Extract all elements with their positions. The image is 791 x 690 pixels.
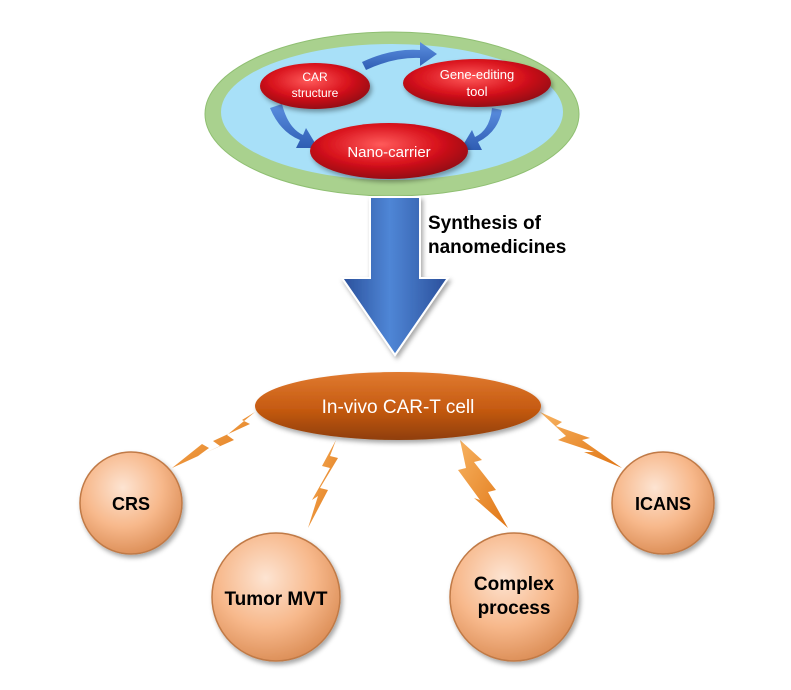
tumor-mvt-label: Tumor MVT bbox=[224, 589, 327, 610]
synthesis-caption-line2: nanomedicines bbox=[428, 237, 567, 258]
bolt-group bbox=[172, 412, 622, 528]
node-car-structure: CAR structure bbox=[260, 63, 370, 109]
arrow-gene-to-nano-icon bbox=[460, 108, 502, 150]
bolt-to-tumor-icon bbox=[308, 440, 338, 528]
arrow-car-to-gene-icon bbox=[362, 42, 437, 70]
outcome-icans: ICANS bbox=[611, 451, 715, 555]
synthesis-arrow-icon bbox=[340, 196, 450, 357]
node-nano-carrier: Nano-carrier bbox=[310, 123, 468, 179]
node-gene-editing-tool: Gene-editing tool bbox=[403, 59, 551, 107]
synthesis-caption-line1: Synthesis of bbox=[428, 213, 541, 234]
cycle-arrows bbox=[270, 42, 502, 150]
crs-label: CRS bbox=[112, 494, 150, 514]
outcome-tumor-mvt: Tumor MVT bbox=[211, 532, 341, 662]
gene-editing-line2: tool bbox=[467, 84, 488, 99]
nano-carrier-label: Nano-carrier bbox=[347, 144, 430, 161]
bolt-to-complex-icon bbox=[458, 440, 508, 528]
arrow-car-to-nano-icon bbox=[270, 104, 318, 148]
bolt-to-crs-icon bbox=[172, 412, 255, 468]
gene-editing-line1: Gene-editing bbox=[440, 67, 514, 82]
synthesis-caption: Synthesis of nanomedicines bbox=[428, 212, 566, 260]
icans-label: ICANS bbox=[635, 494, 691, 514]
center-node-label: In-vivo CAR-T cell bbox=[322, 397, 475, 418]
car-structure-line2: structure bbox=[292, 86, 339, 100]
complex-process-line2: process bbox=[478, 598, 551, 619]
outcome-crs: CRS bbox=[79, 451, 183, 555]
bolt-to-icans-icon bbox=[540, 412, 622, 468]
outcome-complex-process: Complex process bbox=[449, 532, 579, 662]
top-ellipse-group: CAR structure Gene-editing tool Nano-car… bbox=[204, 31, 580, 197]
complex-process-line1: Complex bbox=[474, 574, 555, 595]
car-structure-line1: CAR bbox=[302, 70, 328, 84]
center-node: In-vivo CAR-T cell bbox=[255, 372, 541, 440]
